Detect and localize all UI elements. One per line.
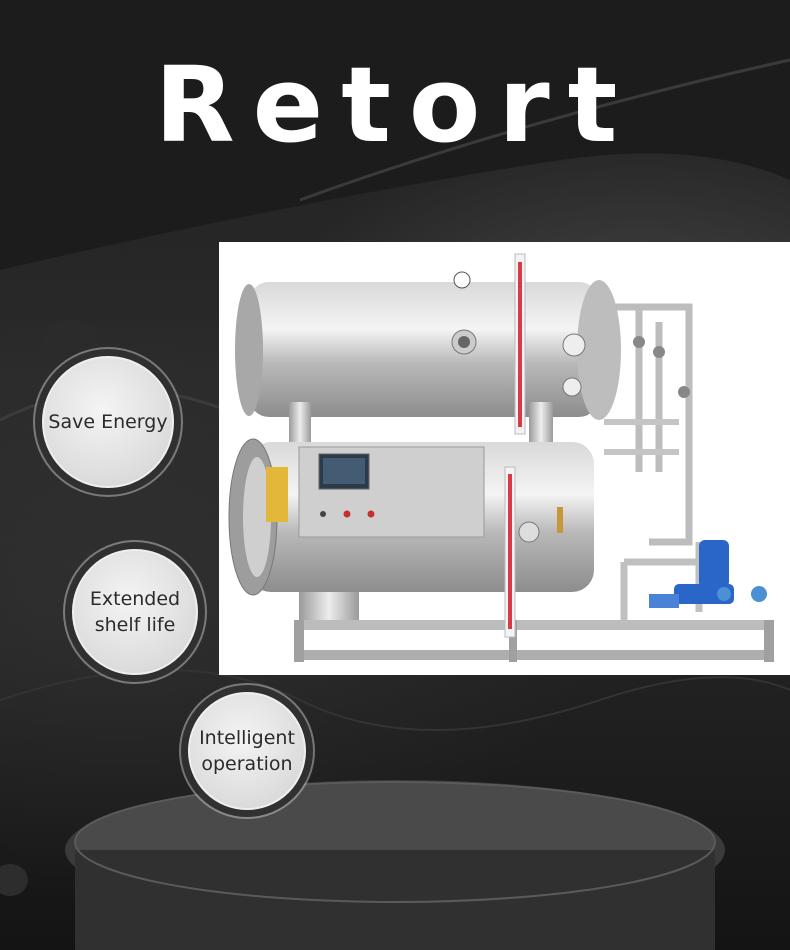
product-photo [219, 242, 790, 675]
feature-badge-save-energy: Save Energy [42, 356, 174, 488]
feature-badge-extended-shelf-life: Extended shelf life [72, 549, 198, 675]
retort-machine-illustration [228, 253, 774, 662]
feature-label: Intelligent operation [199, 727, 295, 775]
feature-label: Extended shelf life [89, 588, 181, 636]
page-title: Retort [154, 44, 636, 166]
feature-badge-intelligent-operation: Intelligent operation [188, 692, 306, 810]
feature-label: Save Energy [48, 411, 168, 433]
